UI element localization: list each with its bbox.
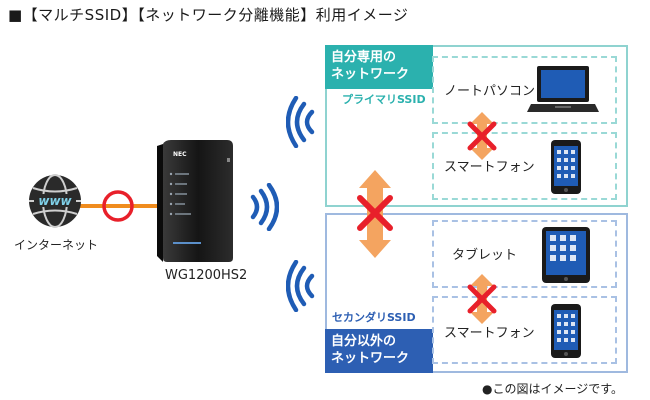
laptop-icon — [527, 66, 599, 112]
page-title: ■【マルチSSID】【ネットワーク分離機能】利用イメージ — [8, 6, 409, 24]
primary-network-label: 自分専用の ネットワーク — [325, 45, 433, 89]
primary-ssid-label: プライマリSSID — [342, 93, 426, 106]
internet-label: インターネット — [14, 238, 99, 252]
smartphone-icon — [551, 140, 581, 194]
wifi-signal-icon — [250, 183, 279, 231]
secondary-device-box-phone — [432, 296, 617, 364]
ok-circle — [102, 190, 134, 222]
smartphone-icon-secondary — [551, 304, 581, 358]
network-block-cross-icon — [357, 195, 393, 231]
device-label-smartphone-secondary: スマートフォン — [444, 326, 535, 341]
globe-text: www — [38, 194, 72, 208]
secondary-device-box-tablet — [432, 220, 617, 288]
secondary-network-box — [325, 213, 628, 373]
router-brand: NEC — [173, 151, 187, 158]
secondary-ssid-label: セカンダリSSID — [332, 311, 416, 324]
primary-label-line2: ネットワーク — [331, 67, 410, 82]
router-icon: NEC — [157, 140, 233, 262]
primary-device-box-laptop — [432, 56, 617, 124]
device-label-laptop: ノートパソコン — [444, 84, 536, 99]
primary-label-line1: 自分専用の — [331, 50, 397, 65]
image-note: ●この図はイメージです。 — [482, 382, 624, 396]
device-label-smartphone-primary: スマートフォン — [444, 160, 535, 175]
primary-device-cross-icon — [467, 121, 497, 151]
device-label-tablet: タブレット — [452, 248, 518, 263]
secondary-network-label: 自分以外の ネットワーク — [325, 329, 433, 373]
primary-device-box-phone — [432, 132, 617, 200]
tablet-icon — [542, 227, 590, 283]
secondary-label-line2: ネットワーク — [331, 351, 410, 366]
wifi-signal-primary-icon — [286, 96, 315, 148]
secondary-label-line1: 自分以外の — [331, 334, 397, 349]
primary-network-box — [325, 45, 628, 207]
router-model-label: WG1200HS2 — [165, 268, 248, 283]
secondary-device-cross-icon — [467, 284, 497, 314]
wifi-signal-secondary-icon — [286, 260, 315, 312]
globe-icon: www — [29, 174, 81, 228]
